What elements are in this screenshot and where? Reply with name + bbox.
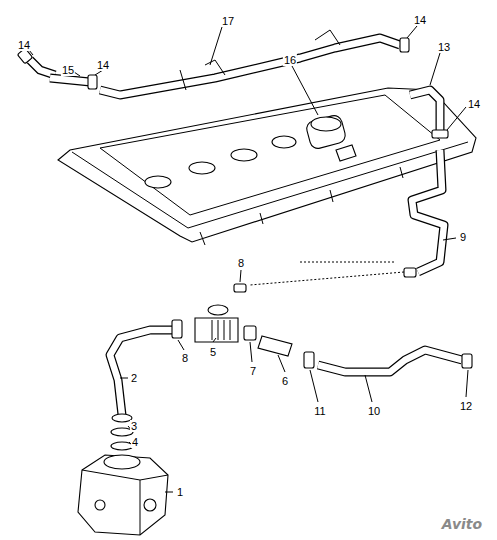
callout-number: 5 (209, 346, 217, 358)
callout-number: 6 (281, 375, 289, 387)
callout-number: 9 (459, 231, 467, 243)
callout-number: 14 (17, 39, 31, 51)
callout-number: 1 (176, 486, 184, 498)
callout-number: 10 (367, 405, 381, 417)
callout-number: 3 (130, 420, 138, 432)
callout-number: 13 (437, 41, 451, 53)
callout-number: 14 (96, 59, 110, 71)
callout-number: 4 (131, 436, 139, 448)
callout-number: 17 (221, 15, 235, 27)
callout-number: 16 (283, 54, 297, 66)
callout-number: 12 (459, 400, 473, 412)
callout-number: 7 (249, 365, 257, 377)
watermark: Avito (441, 518, 483, 530)
callout-number: 8 (237, 257, 245, 269)
callout-number: 2 (130, 372, 138, 384)
valve-cover (58, 88, 476, 245)
callout-number: 15 (61, 64, 75, 76)
callout-number: 8 (181, 352, 189, 364)
callout-number: 14 (467, 98, 481, 110)
pump-housing (78, 455, 168, 535)
callout-number: 14 (413, 14, 427, 26)
callout-number: 11 (313, 405, 326, 417)
